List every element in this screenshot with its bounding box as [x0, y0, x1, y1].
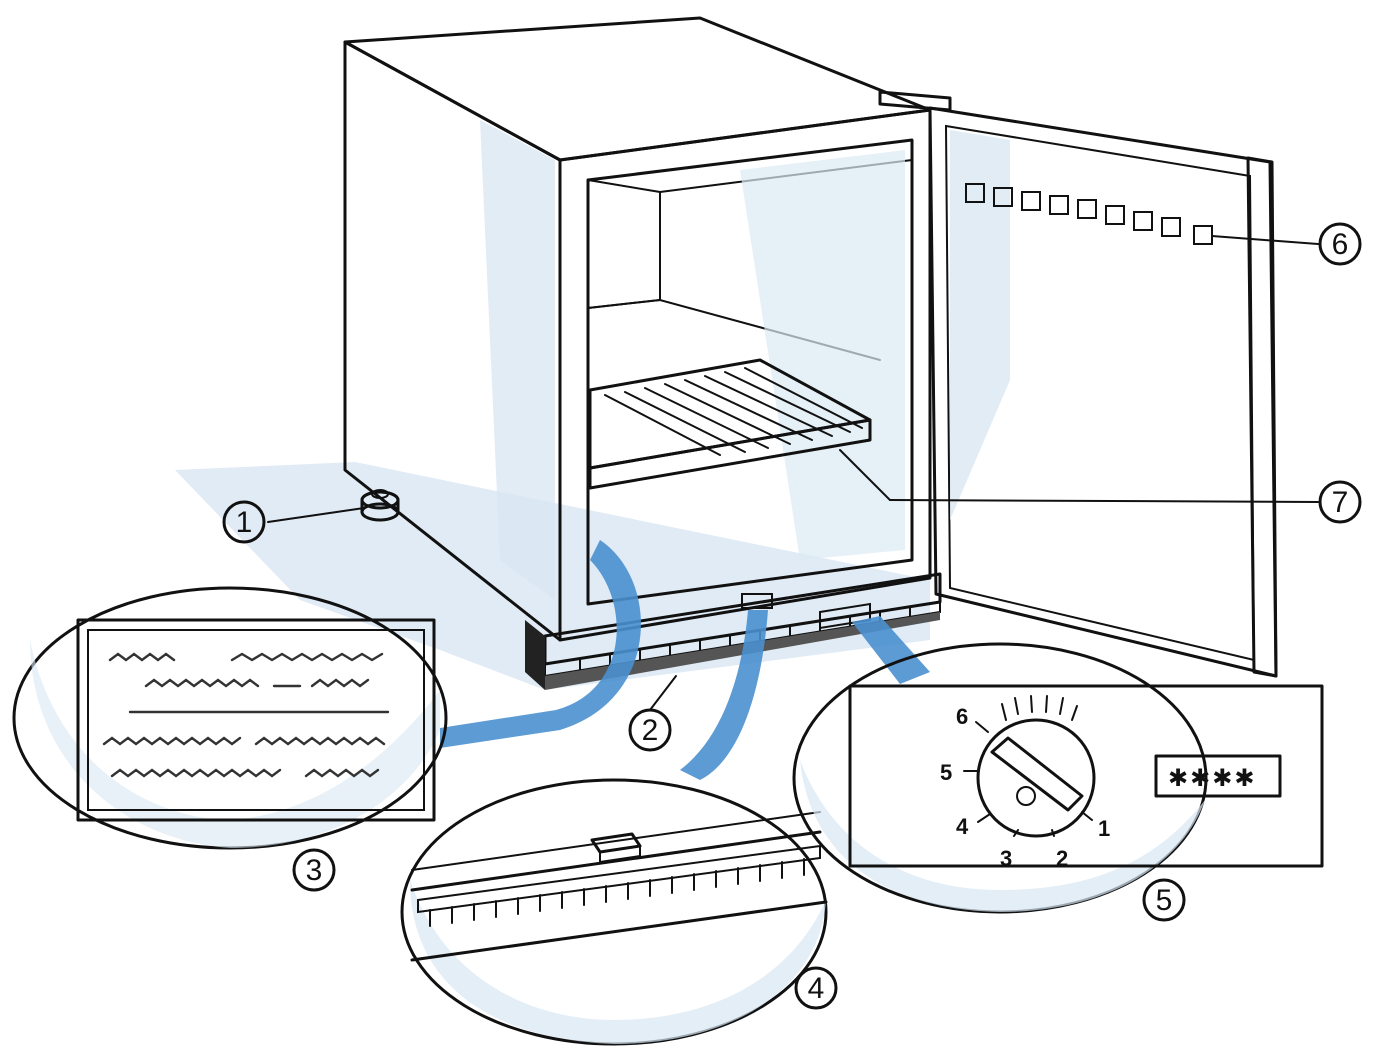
dial-number-1: 1: [1098, 816, 1110, 841]
callout-3: 3: [292, 848, 336, 892]
callout-2: 2: [628, 708, 672, 752]
wire-shelf: [588, 358, 872, 490]
detail-rating-plate: [12, 586, 448, 850]
callout-1: 1: [222, 500, 266, 544]
svg-text:1: 1: [236, 506, 253, 539]
detail-drip-channel: [400, 778, 828, 1046]
dial-number-5: 5: [940, 760, 952, 785]
freezer-door: [878, 90, 1278, 678]
detail-thermostat-dial: 6 5 4 3 2 1 ✱✱✱✱: [792, 642, 1324, 914]
svg-text:3: 3: [306, 854, 323, 887]
svg-text:7: 7: [1332, 486, 1349, 519]
star-rating-box: [1154, 754, 1282, 798]
connector-band-dial: [852, 616, 930, 684]
star-rating-stars: ✱✱✱✱: [1168, 764, 1256, 792]
dial-number-3: 3: [1000, 846, 1012, 871]
callout-7: 7: [1318, 480, 1362, 524]
svg-text:5: 5: [1156, 884, 1173, 917]
svg-text:2: 2: [642, 714, 659, 747]
connector-band-rating-plate: [440, 540, 641, 748]
dial-number-6: 6: [956, 704, 968, 729]
connector-band-drip: [680, 610, 768, 780]
thermostat-knob: [976, 718, 1096, 838]
svg-text:6: 6: [1332, 228, 1349, 261]
rating-plate-text: [102, 652, 390, 778]
callout-6: 6: [1318, 222, 1362, 266]
leader-lines: [267, 235, 1319, 711]
callout-4: 4: [794, 966, 838, 1010]
door-vent-slots: [965, 183, 1213, 245]
dial-number-4: 4: [956, 814, 969, 839]
svg-text:4: 4: [808, 972, 825, 1005]
dial-top-ticks: [1001, 695, 1078, 721]
adjustable-foot: [360, 489, 400, 522]
dial-number-2: 2: [1056, 846, 1068, 871]
callout-5: 5: [1142, 878, 1186, 922]
